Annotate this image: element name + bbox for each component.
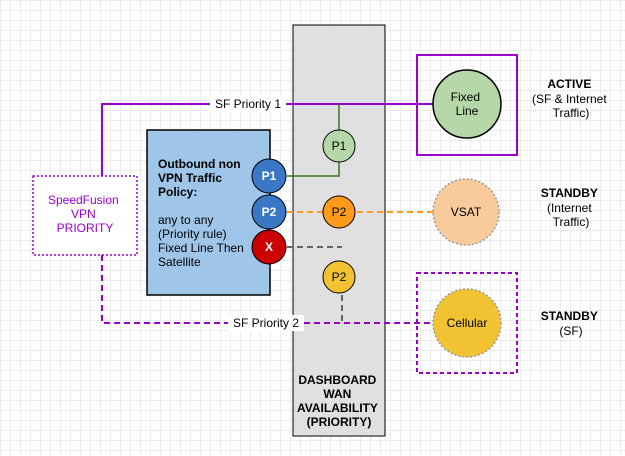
- dashboard-p2-orange: P2: [322, 195, 356, 229]
- sf-priority-1-label-bg: [210, 96, 286, 112]
- port-x-label: X: [265, 240, 273, 254]
- vsat-label: VSAT: [451, 205, 482, 219]
- dashboard-p1: P1: [322, 129, 356, 163]
- status-active: ACTIVE (SF & Internet Traffic): [532, 77, 610, 120]
- status-standby-cellular: STANDBY (SF): [541, 309, 601, 338]
- speedfusion-box: [32, 175, 138, 256]
- port-p2-label: P2: [262, 205, 277, 219]
- sf-priority-2-link: [101, 255, 433, 324]
- dashboard-p2-yellow: P2: [322, 260, 356, 294]
- dashboard-p2-yellow-label: P2: [332, 270, 347, 284]
- vsat-wan: VSAT: [432, 178, 500, 246]
- policy-title: Outbound non VPN Traffic Policy:: [158, 157, 244, 199]
- port-p1: P1: [251, 158, 287, 194]
- dashboard-label: DASHBOARD WAN AVAILABILITY (PRIORITY): [297, 373, 381, 429]
- sf-priority-1-label: SF Priority 1: [215, 97, 281, 111]
- port-x: X: [251, 229, 287, 265]
- dashboard-panel: [292, 24, 386, 437]
- fixed-line-label: Fixed Line: [451, 90, 484, 118]
- cellular-label: Cellular: [447, 316, 488, 330]
- dashboard-p1-label: P1: [332, 139, 347, 153]
- sf-priority-2-label: SF Priority 2: [233, 316, 299, 330]
- sf-priority-2-label-bg: [228, 315, 304, 331]
- speedfusion-label: SpeedFusion VPN PRIORITY: [48, 193, 122, 235]
- port-p2: P2: [251, 194, 287, 230]
- dashboard-p2-orange-label: P2: [332, 205, 347, 219]
- fixed-line-frame: [416, 54, 518, 156]
- port-p1-label: P1: [262, 169, 277, 183]
- policy-body: any to any (Priority rule) Fixed Line Th…: [158, 213, 247, 269]
- cellular-wan: Cellular: [432, 288, 502, 358]
- sf-priority-1-link: [101, 103, 433, 176]
- p1-path: [287, 104, 340, 177]
- cellular-frame: [416, 272, 518, 374]
- status-standby-vsat: STANDBY (Internet Traffic): [541, 186, 601, 229]
- fixed-line-wan: Fixed Line: [432, 69, 502, 139]
